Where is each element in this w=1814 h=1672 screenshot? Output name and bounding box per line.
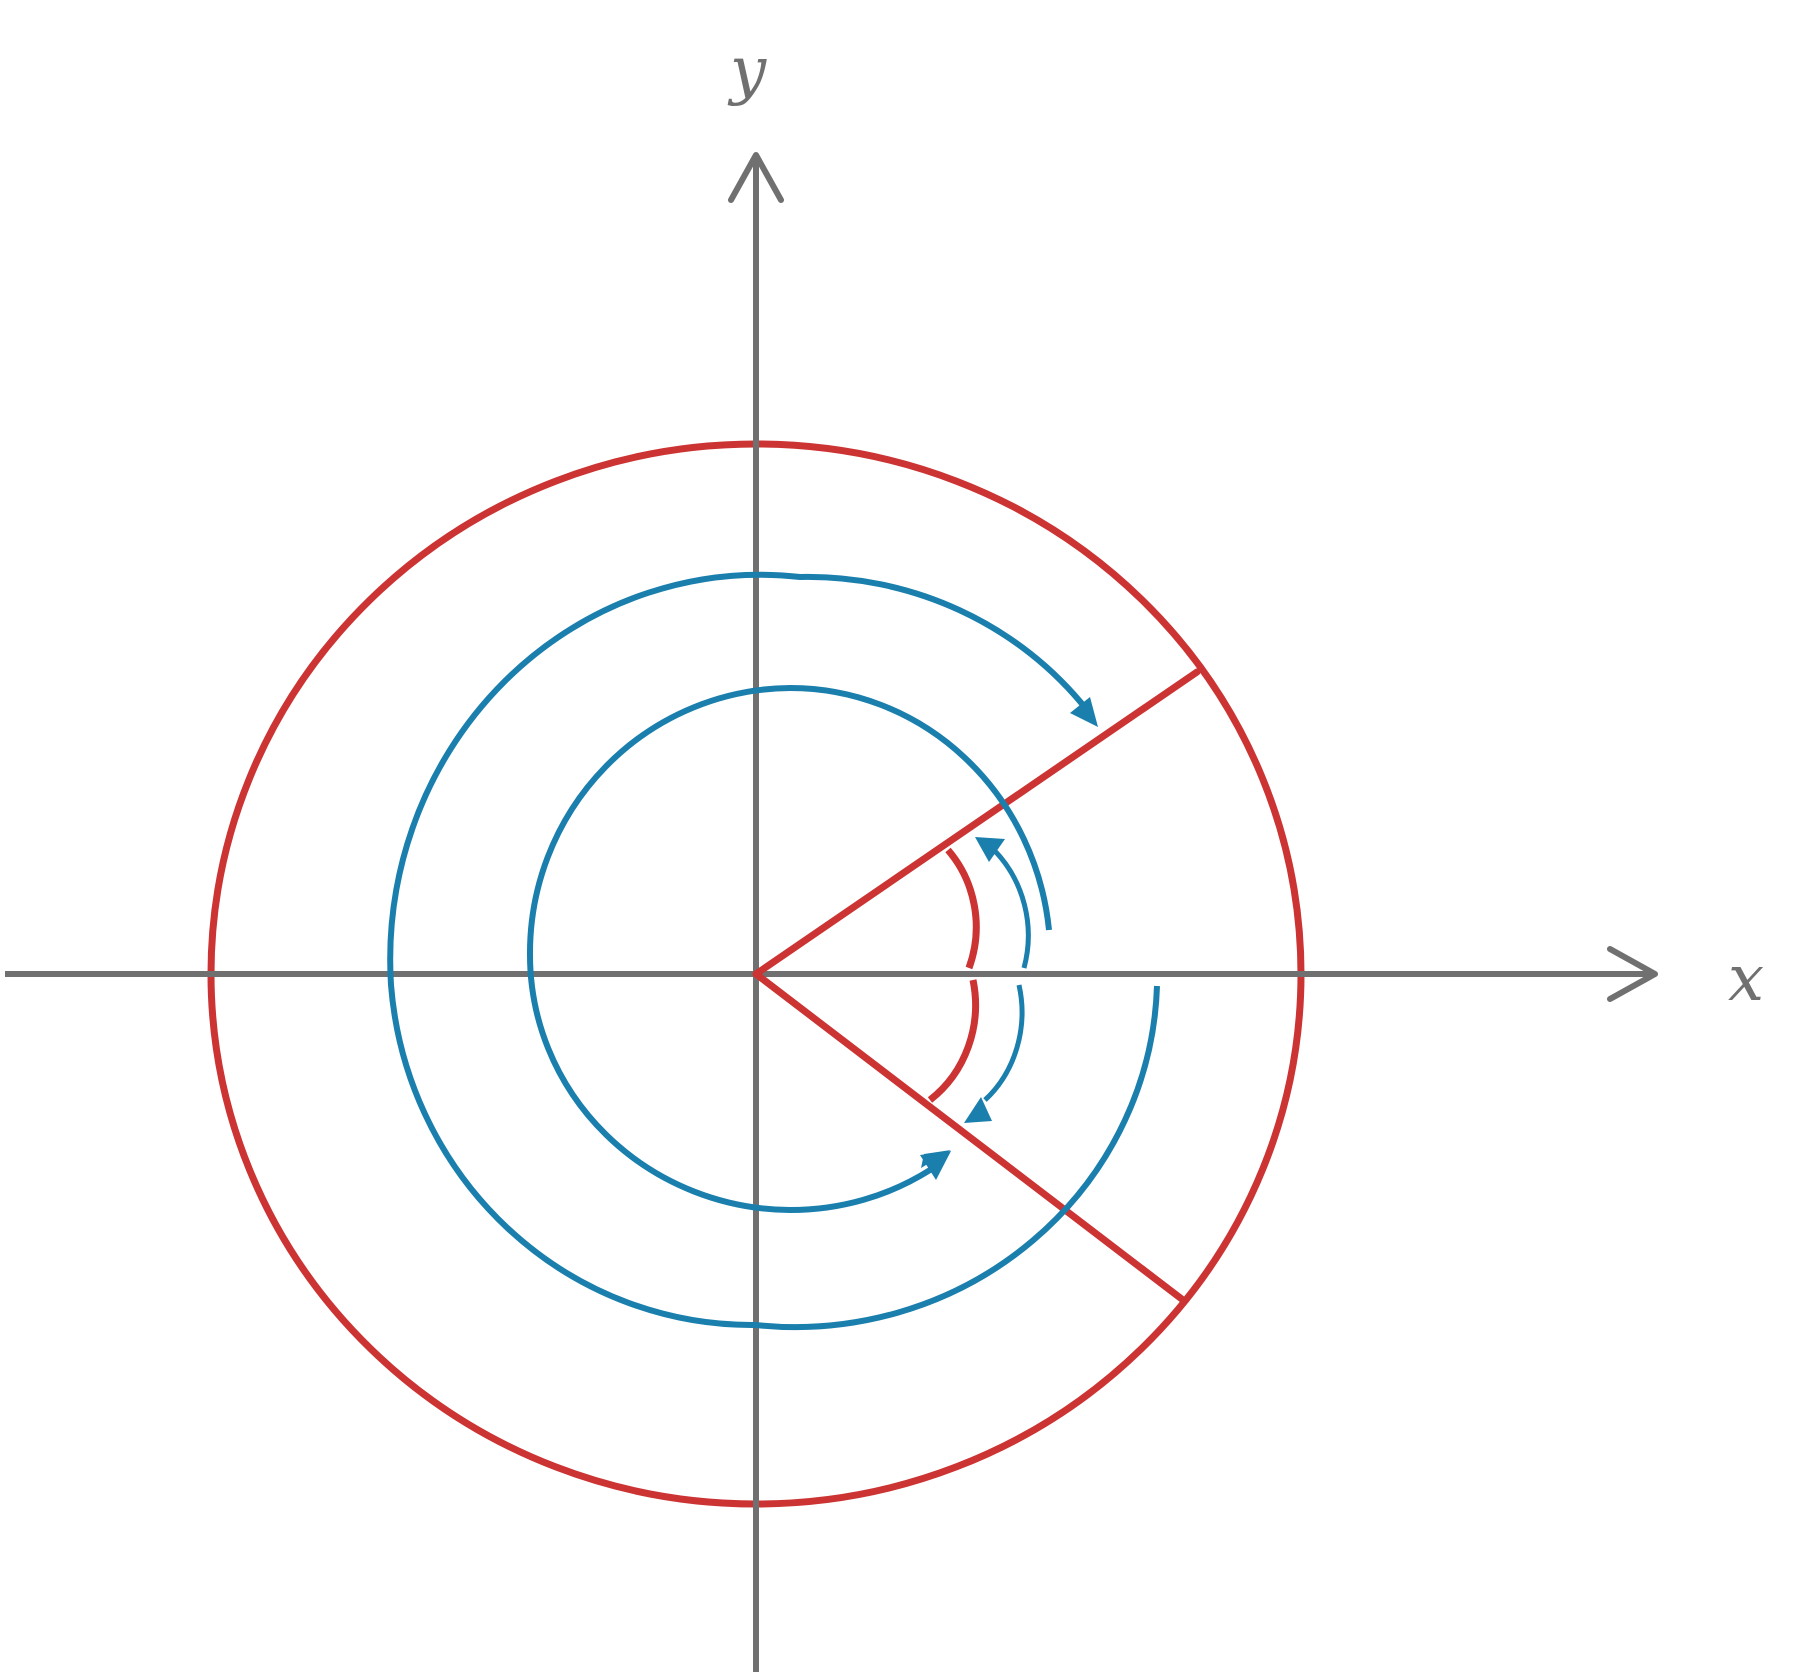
- outer-blue-spiral-arc: [387, 571, 1160, 1330]
- lower-small-blue-arc: [983, 984, 1025, 1102]
- upper-angle-arc: [945, 847, 980, 970]
- lower-angle-arc: [927, 979, 980, 1103]
- x-axis-label: x: [1728, 942, 1764, 1016]
- x-axis-arrowhead: [1607, 946, 1658, 1002]
- upper-ray: [752, 668, 1201, 978]
- lower-ray: [752, 970, 1187, 1304]
- inner-blue-spiral-arc: [526, 684, 1052, 1214]
- y-axis-label: y: [727, 34, 767, 108]
- lower-small-blue-arrowhead: [964, 1097, 992, 1123]
- upper-small-blue-arc: [992, 848, 1031, 969]
- inner-blue-arrowhead-tip: [920, 1151, 951, 1180]
- upper-small-blue-arrowhead: [975, 837, 1005, 862]
- y-axis-arrowhead: [728, 152, 784, 203]
- outer-blue-arrowhead: [1070, 697, 1098, 727]
